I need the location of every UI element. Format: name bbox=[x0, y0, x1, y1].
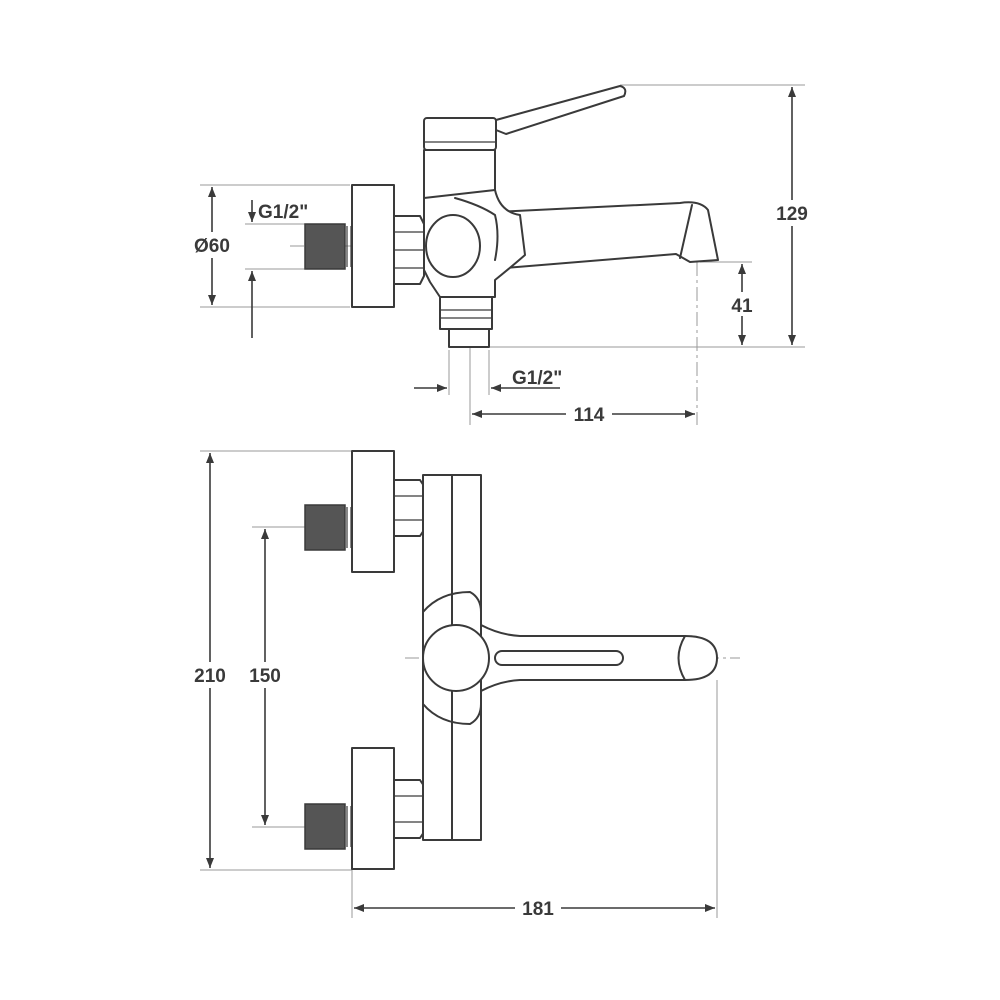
dim-outlet-thread: G1/2" bbox=[512, 368, 562, 389]
dim-spout-height-41: 41 bbox=[731, 296, 753, 317]
spout-side bbox=[494, 201, 719, 269]
escutcheon-top-upper bbox=[351, 450, 395, 573]
escutcheon-top-lower bbox=[351, 747, 395, 870]
diverter-knob-side bbox=[425, 214, 481, 278]
diverter-knob-top bbox=[422, 624, 490, 692]
inlet-thread-top-lower bbox=[304, 803, 346, 850]
dim-projection-114: 114 bbox=[574, 405, 605, 426]
side-view: 129 41 Ø60 G1/2" G1/2" 114 bbox=[186, 84, 812, 426]
dim-width-181: 181 bbox=[522, 899, 554, 920]
escutcheon-side bbox=[351, 184, 395, 308]
top-view: 210 150 181 bbox=[188, 450, 740, 920]
lever-handle-top bbox=[494, 650, 624, 666]
dim-inlet-thread: G1/2" bbox=[258, 202, 308, 223]
dim-height-210: 210 bbox=[194, 666, 226, 687]
outlet-nipple-side bbox=[439, 296, 493, 330]
inlet-thread-top-upper bbox=[304, 504, 346, 551]
outlet-thread-side bbox=[448, 328, 490, 348]
cartridge-cap-side bbox=[423, 117, 497, 151]
dim-spacing-150: 150 bbox=[249, 666, 281, 687]
dim-diameter-60: Ø60 bbox=[194, 236, 230, 257]
lever-handle-side bbox=[495, 85, 627, 135]
dim-height-129: 129 bbox=[776, 204, 808, 225]
inlet-thread-side bbox=[304, 223, 346, 270]
